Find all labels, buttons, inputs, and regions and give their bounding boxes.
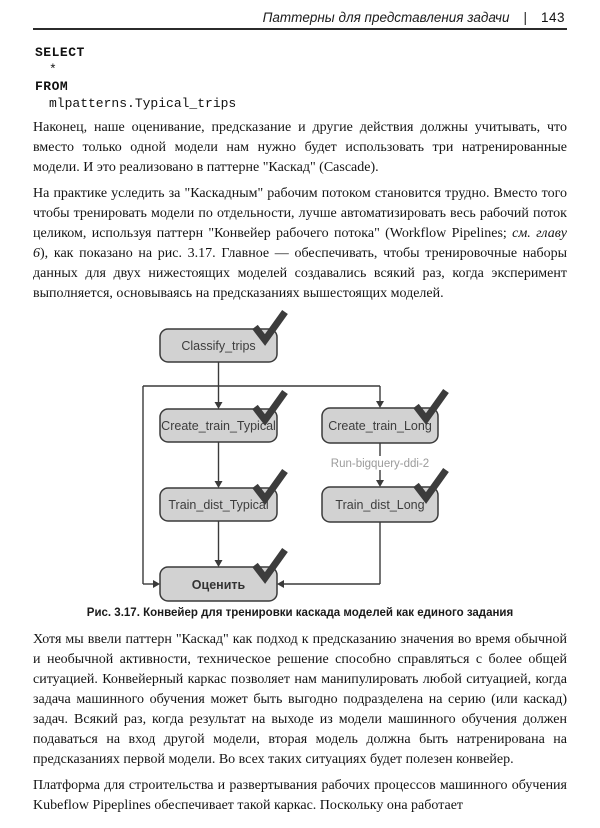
node-create-train-typical — [159, 408, 278, 443]
arrowhead-evaluate-left — [153, 580, 160, 588]
arrowhead-create-long — [376, 401, 384, 408]
paragraph-4: Платформа для строительства и развертыва… — [33, 778, 567, 813]
page-number: 143 — [540, 10, 565, 25]
header-title: Паттерны для представления задачи — [262, 10, 510, 25]
code-line-select: SELECT — [35, 45, 85, 60]
paragraph-2: На практике уследить за "Каскадным" рабо… — [33, 184, 567, 304]
paragraph-2-before: На практике уследить за "Каскадным" рабо… — [33, 186, 567, 241]
flowchart-nodes: Classify_trips Create_train_Typical Crea… — [159, 328, 439, 602]
arrowhead-train-long — [376, 480, 384, 487]
node-classify-trips-label: Classify_trips — [181, 339, 255, 353]
page-header: Паттерны для представления задачи | 143 — [33, 10, 567, 25]
paragraph-2-italic: см. главу 6 — [33, 226, 567, 261]
header-rule — [33, 28, 567, 30]
node-create-train-typical-label: Create_train_Typical — [161, 419, 276, 433]
arrowhead-evaluate-top — [214, 560, 223, 567]
figure-caption-label: Рис. 3.17. — [86, 607, 140, 619]
node-train-dist-long — [321, 486, 439, 523]
figure-caption-text: Конвейер для тренировки каскада моделей … — [143, 607, 514, 619]
flowchart-arrowheads — [153, 401, 384, 588]
checkmark-icon — [413, 388, 449, 425]
node-train-dist-long-label: Train_dist_Long — [335, 498, 424, 512]
checkmark-icon — [252, 468, 288, 505]
arrowhead-create-typical — [214, 402, 223, 409]
paragraph-1: Наконец, наше оценивание, предсказание и… — [33, 120, 567, 175]
header-separator: | — [523, 10, 527, 25]
node-create-train-long — [321, 407, 439, 444]
paragraph-2-after: ), как показано на рис. 3.17. Главное — … — [33, 246, 567, 301]
checkmark-icon — [252, 547, 288, 584]
pipeline-flowchart: Run-bigquery-ddi-2 Classify_trips Create… — [33, 308, 563, 604]
edge-label-backdrop — [332, 456, 428, 470]
figure-3-17: Run-bigquery-ddi-2 Classify_trips Create… — [33, 308, 567, 621]
node-evaluate-label: Оценить — [192, 578, 246, 592]
node-evaluate — [159, 566, 278, 602]
node-train-dist-typical — [159, 487, 278, 522]
node-classify-trips — [159, 328, 278, 363]
flowchart-connectors — [142, 362, 381, 585]
checkmark-icon — [252, 309, 288, 346]
figure-caption: Рис. 3.17. Конвейер для тренировки каска… — [33, 606, 567, 621]
node-train-dist-typical-label: Train_dist_Typical — [168, 498, 268, 512]
code-line-from: FROM — [35, 79, 69, 94]
checkmark-icon — [252, 389, 288, 426]
arrowhead-evaluate-right — [277, 580, 284, 588]
flowchart-checkmarks — [252, 309, 449, 584]
code-line-star: * — [49, 62, 57, 77]
node-create-train-long-label: Create_train_Long — [328, 419, 432, 433]
flowchart-svg: Run-bigquery-ddi-2 Classify_trips Create… — [142, 309, 449, 602]
sql-code-block: SELECT * FROM mlpatterns.Typical_trips — [35, 44, 567, 112]
checkmark-icon — [413, 467, 449, 504]
edge-label-run-bigquery: Run-bigquery-ddi-2 — [331, 458, 429, 470]
arrowhead-train-typical — [214, 481, 223, 488]
paragraph-3: Хотя мы ввели паттерн "Каскад" как подхо… — [33, 632, 567, 767]
code-line-table: mlpatterns.Typical_trips — [49, 96, 237, 111]
